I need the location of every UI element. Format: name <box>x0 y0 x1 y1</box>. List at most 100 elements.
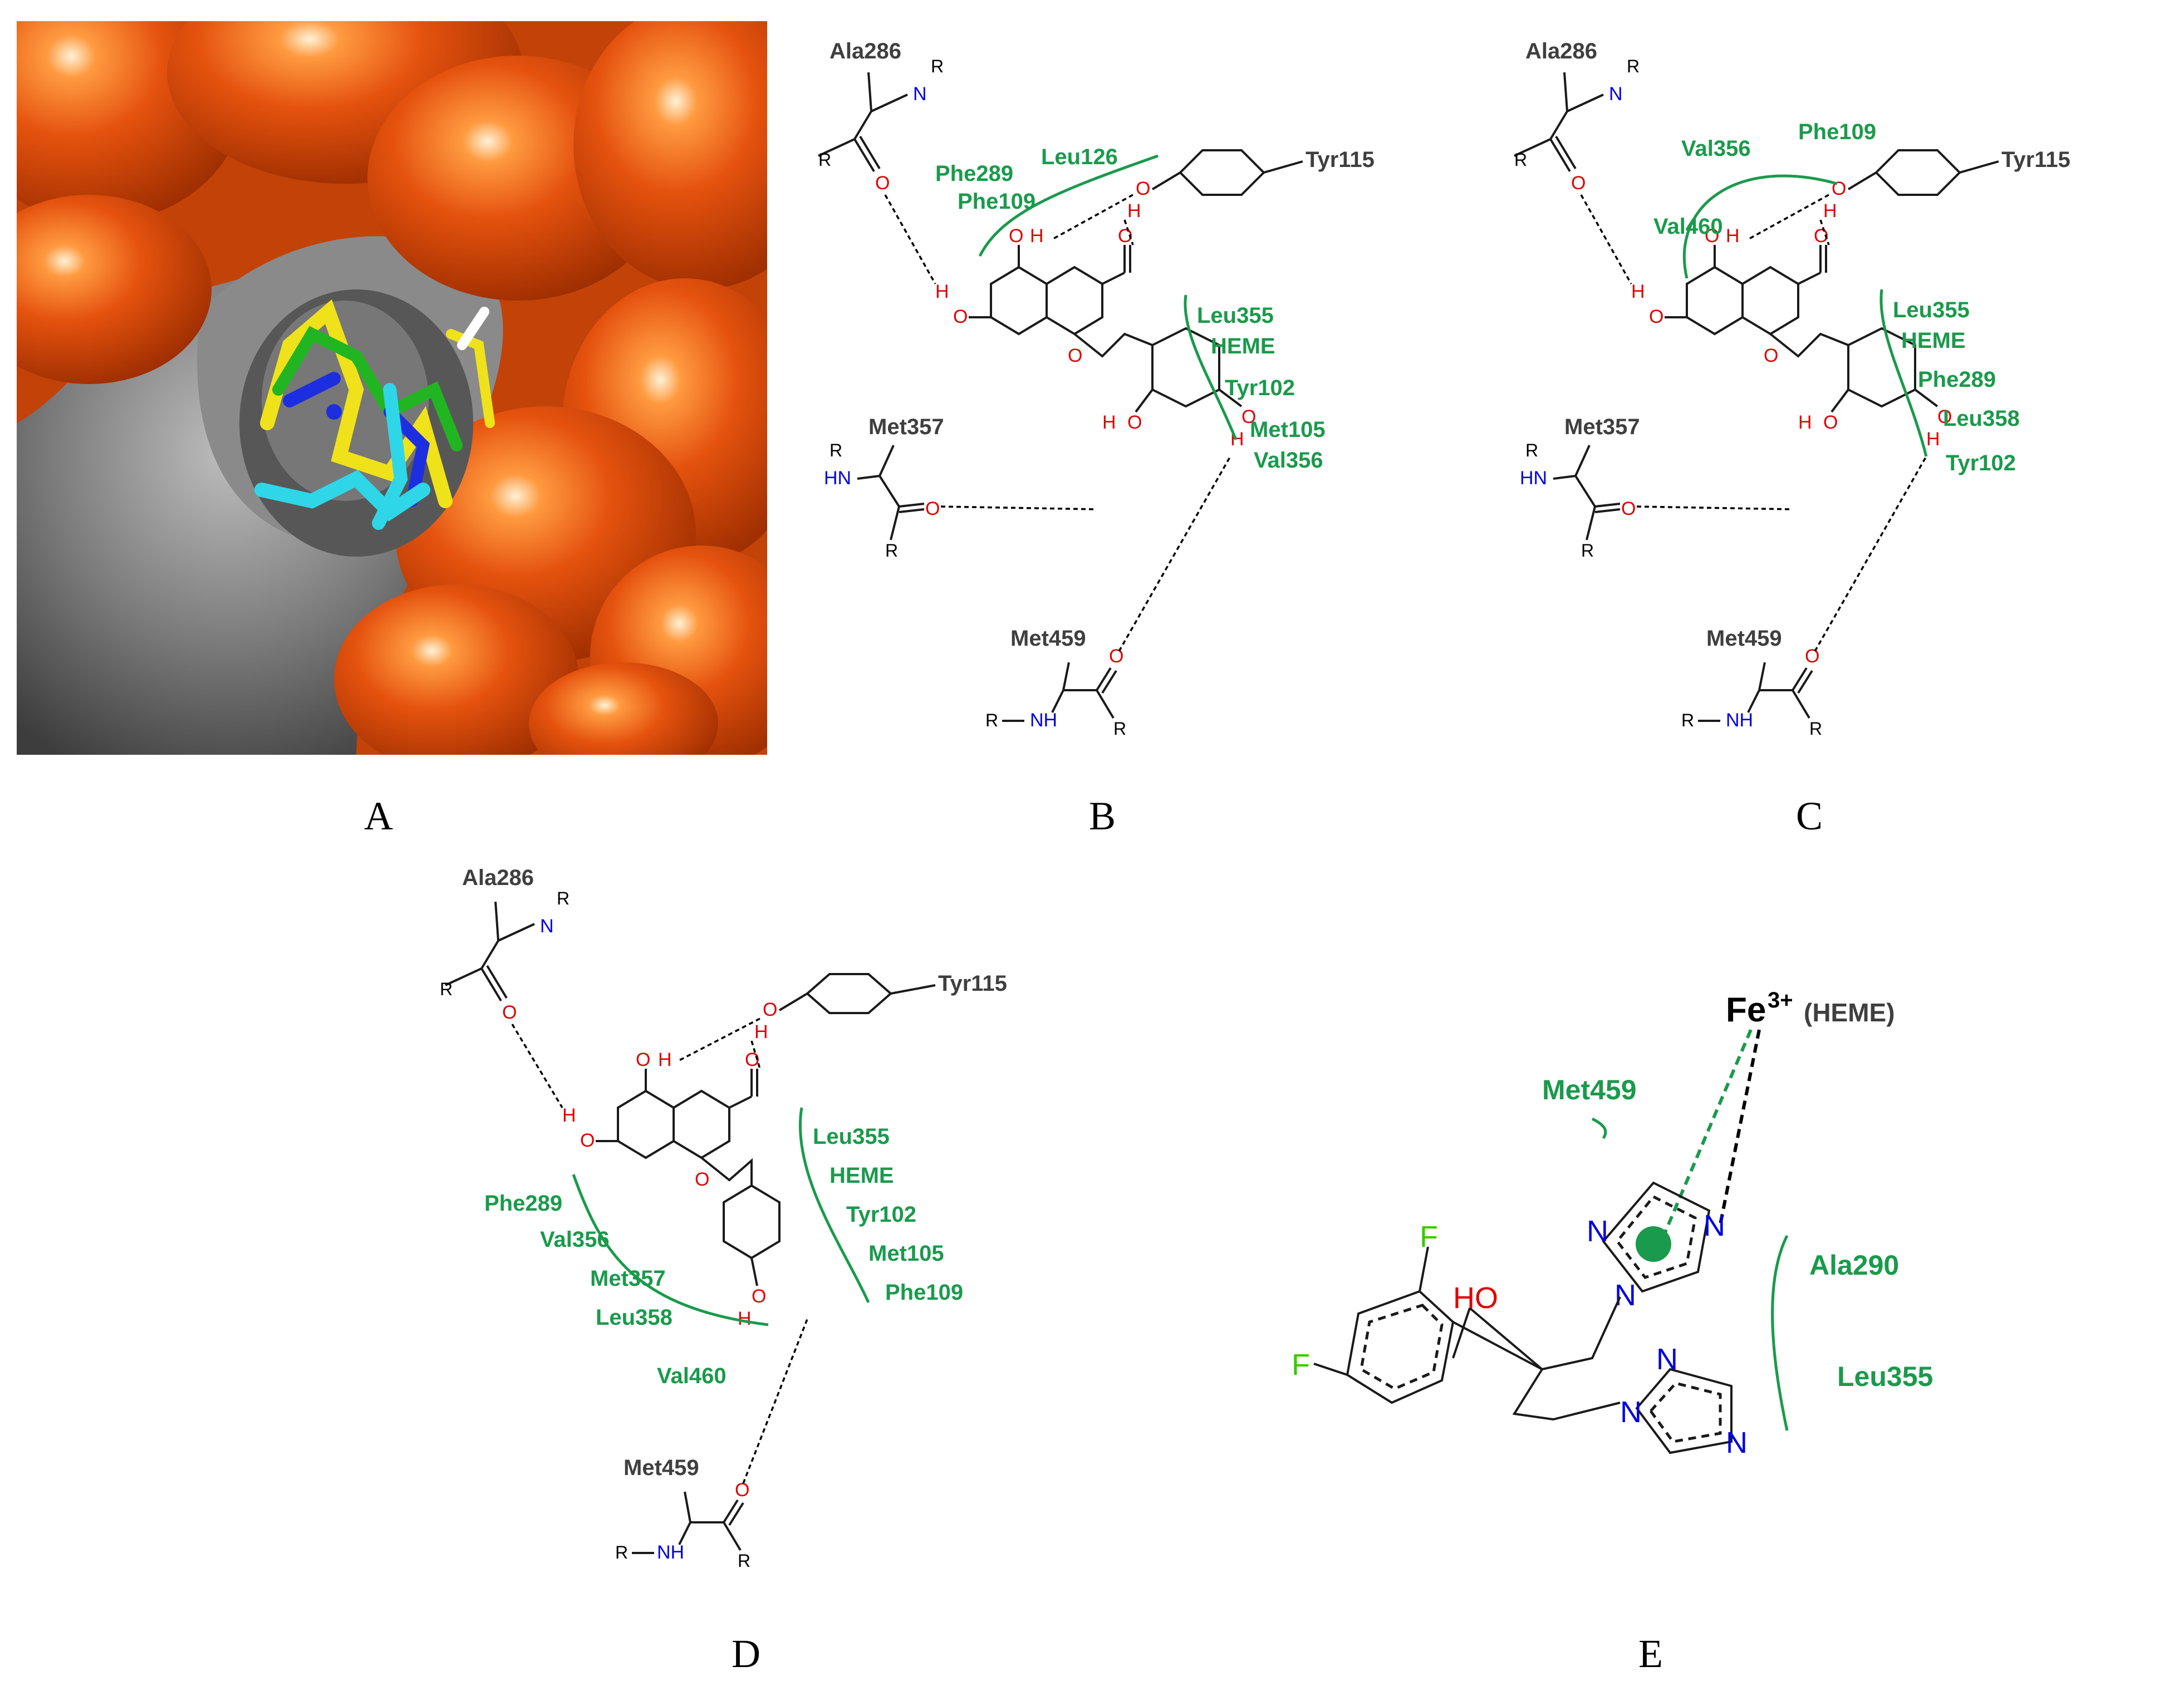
hydrophobic-residue-label: Leu355 <box>1837 1361 1933 1392</box>
hydrophobic-residue-label: HEME <box>1901 328 1966 353</box>
r-group: R <box>1581 540 1594 561</box>
hydrogen-atom: H <box>738 1308 752 1329</box>
hydrophobic-residue-label: Val460 <box>657 1364 727 1388</box>
hydrophobic-residue-label: Met459 <box>1542 1074 1637 1105</box>
fluorine-atom: F <box>1292 1348 1310 1382</box>
hydrophobic-residue-label: Val356 <box>1681 136 1751 161</box>
oxygen-atom: O <box>752 1286 766 1307</box>
hydrophobic-residue-label: Tyr102 <box>1946 451 2016 475</box>
oxygen-atom: O <box>1571 173 1586 194</box>
residue-label: Ala286 <box>1525 39 1597 63</box>
oxygen-atom: O <box>636 1049 650 1070</box>
nitrogen-atom: HN <box>824 468 851 489</box>
r-group: R <box>830 440 842 460</box>
oxygen-atom: O <box>1649 306 1663 327</box>
nitrogen-atom: HN <box>1520 468 1547 489</box>
oxygen-atom: O <box>1109 646 1123 667</box>
oxygen-atom: O <box>502 1002 517 1023</box>
hydrogen-atom: H <box>562 1105 576 1126</box>
ligand-stick-models <box>254 299 495 530</box>
panel-d-label: D <box>732 1631 760 1676</box>
r-group: R <box>885 540 898 561</box>
hydrophobic-residue-label: HEME <box>830 1163 894 1188</box>
hydrophobic-residue-label: Leu355 <box>1893 298 1970 322</box>
panel-e-diagram: Fe 3+ (HEME) N N N HO F F N N N Met459 A… <box>1292 988 1933 1459</box>
oxygen-atom: O <box>763 999 777 1020</box>
oxygen-atom: O <box>1068 345 1082 366</box>
ring-centroid-marker <box>1636 1226 1671 1262</box>
nitrogen-atom: N <box>1726 1426 1748 1459</box>
nitrogen-atom: N <box>1587 1215 1608 1248</box>
panel-a-surface-render <box>17 21 767 755</box>
oxygen-atom: O <box>1764 345 1778 366</box>
oxygen-atom: O <box>1823 412 1838 433</box>
residue-label: Met357 <box>868 415 944 439</box>
hydrophobic-residue-label: Leu355 <box>813 1124 890 1149</box>
r-group: R <box>1809 719 1822 739</box>
oxygen-atom: O <box>1937 406 1952 427</box>
hydrogen-atom: H <box>1726 225 1740 247</box>
nitrogen-atom: N <box>1620 1395 1642 1429</box>
nitrogen-atom: NH <box>1030 710 1057 731</box>
residue-label: Tyr115 <box>938 971 1007 996</box>
residue-label: Ala286 <box>462 866 534 890</box>
hydrogen-atom: H <box>754 1021 768 1043</box>
residue-label: Met459 <box>624 1456 699 1480</box>
iron-label: Fe <box>1726 991 1766 1029</box>
panel-a-label: A <box>364 794 393 838</box>
hydrogen-atom: H <box>1127 200 1141 222</box>
hydroxyl-label: HO <box>1453 1281 1498 1315</box>
residue-label: Met357 <box>1564 415 1640 439</box>
oxygen-atom: O <box>1832 178 1846 199</box>
hydrophobic-residue-label: Met357 <box>590 1266 666 1291</box>
hydrogen-atom: H <box>1798 412 1812 433</box>
hydrogen-atom: H <box>935 281 949 302</box>
oxygen-atom: O <box>1136 178 1150 199</box>
nitrogen-atom: N <box>540 916 554 937</box>
r-group: R <box>931 56 944 76</box>
r-group: R <box>985 710 998 730</box>
nitrogen-atom: NH <box>657 1542 684 1563</box>
r-group: R <box>818 150 831 170</box>
heme-label: (HEME) <box>1804 998 1895 1027</box>
r-group: R <box>557 888 570 908</box>
hydrophobic-residue-label: Val356 <box>540 1227 610 1252</box>
hydrogen-atom: H <box>1926 429 1940 450</box>
nitrogen-atom: N <box>1656 1343 1678 1376</box>
panel-c-diagram: Ala286 N R R O H O O H O O O H O H Tyr11… <box>1514 39 2070 739</box>
hydrophobic-residue-label: Met105 <box>1250 417 1326 442</box>
oxygen-atom: O <box>580 1130 595 1151</box>
nitrogen-atom: NH <box>1726 710 1753 731</box>
panel-b-label: B <box>1089 794 1116 838</box>
hydrophobic-residue-label: Met105 <box>868 1241 944 1266</box>
hydrophobic-residue-label: Leu358 <box>596 1305 673 1330</box>
hydrophobic-residue-label: Leu126 <box>1041 145 1118 169</box>
hydrophobic-residue-label: Phe289 <box>484 1191 562 1216</box>
oxygen-atom: O <box>1621 498 1636 519</box>
panel-b-diagram: Ala286 N R R O H O O H O O O H O H Tyr11… <box>818 39 1375 739</box>
residue-label: Tyr115 <box>1306 148 1375 172</box>
r-group: R <box>1525 440 1538 460</box>
hydrophobic-residue-label: HEME <box>1211 334 1275 358</box>
r-group: R <box>1514 150 1527 170</box>
hydrogen-atom: H <box>1030 225 1044 247</box>
hydrophobic-residue-label: Phe289 <box>935 161 1013 186</box>
panel-e-label: E <box>1638 1631 1663 1676</box>
residue-label: Tyr115 <box>2001 148 2070 172</box>
oxygen-atom: O <box>1241 406 1256 427</box>
hydrogen-atom: H <box>1102 412 1116 433</box>
panel-d-diagram: Ala286 N R R O H O O H O O O H Tyr115 O … <box>440 866 1007 1571</box>
nitrogen-atom: N <box>1614 1279 1636 1312</box>
nitrogen-atom: N <box>1704 1209 1725 1242</box>
hydrophobic-residue-label: Val356 <box>1254 448 1323 473</box>
r-group: R <box>440 979 453 999</box>
panel-c-label: C <box>1796 794 1823 838</box>
fluorine-atom: F <box>1420 1220 1438 1254</box>
hydrophobic-residue-label: Phe109 <box>958 189 1035 214</box>
oxygen-atom: O <box>695 1169 709 1190</box>
nitrogen-atom: N <box>1609 83 1623 105</box>
hydrophobic-residue-label: Phe289 <box>1918 367 1996 392</box>
nitrogen-atom: N <box>913 83 927 105</box>
oxygen-atom: O <box>735 1479 749 1501</box>
